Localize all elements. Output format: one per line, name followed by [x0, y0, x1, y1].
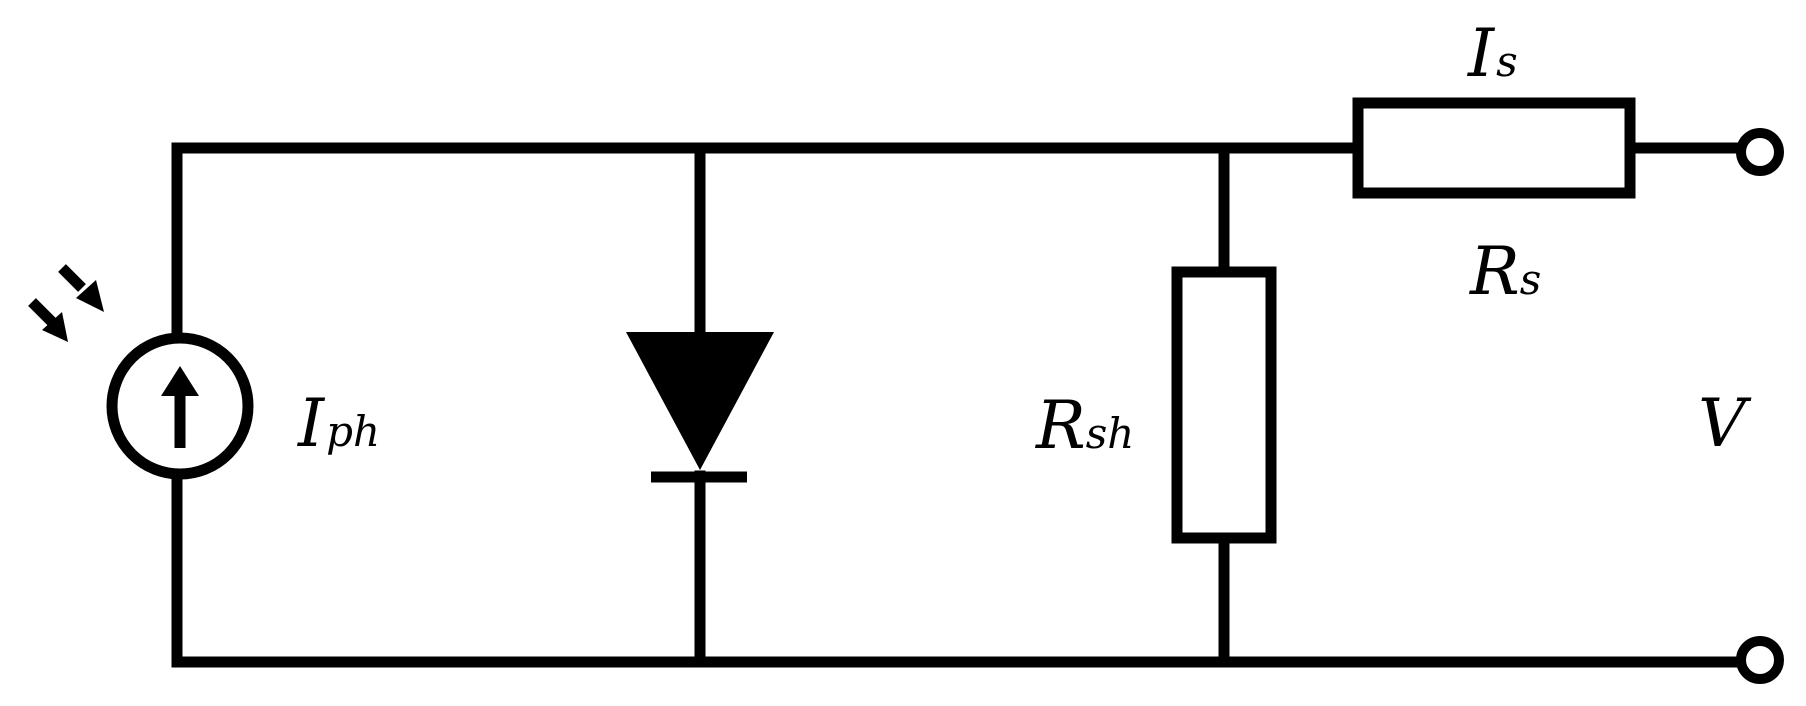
shunt-resistor-icon	[1171, 266, 1277, 544]
label-voltage: V	[1698, 385, 1752, 462]
diode-icon	[626, 332, 774, 483]
series-resistor-icon	[1352, 97, 1636, 199]
incident-light-arrows-icon	[28, 264, 104, 342]
label-source-current: Iph	[297, 385, 380, 462]
current-source-icon	[106, 332, 254, 480]
label-series-current: Is	[1467, 15, 1518, 92]
wires	[171, 142, 1748, 668]
label-shunt-resistor: Rsh	[1035, 387, 1134, 464]
label-series-resistor: Rs	[1469, 233, 1541, 310]
terminal-top-icon	[1736, 128, 1784, 176]
terminal-bottom-icon	[1736, 636, 1784, 684]
